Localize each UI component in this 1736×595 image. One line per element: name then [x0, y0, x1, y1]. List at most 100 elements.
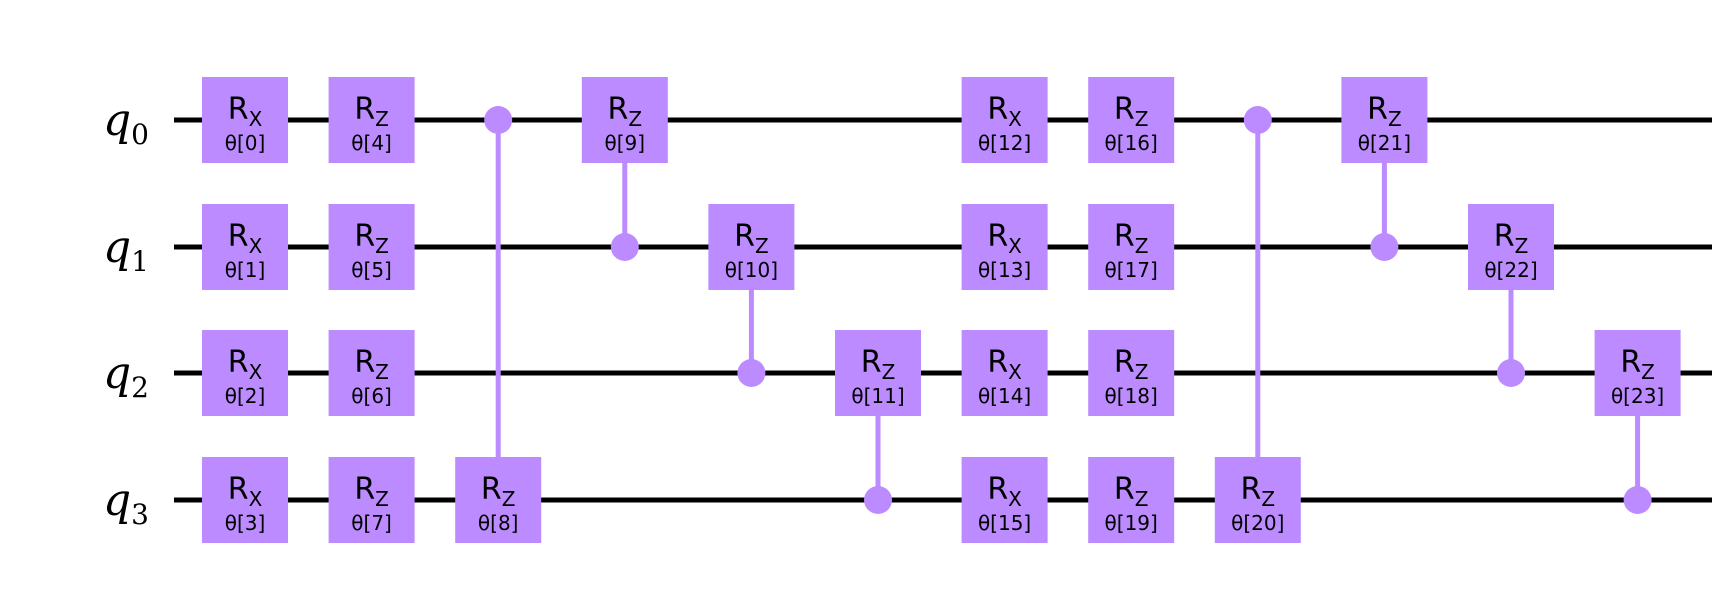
gate-box — [961, 457, 1048, 543]
gate-parameter: θ[1] — [225, 258, 266, 282]
gate-parameter: θ[13] — [978, 258, 1031, 282]
gate-θ[2]: RXθ[2] — [202, 330, 288, 416]
gate-box — [202, 77, 288, 163]
gate-parameter: θ[20] — [1231, 511, 1284, 535]
gate-θ[7]: RZθ[7] — [328, 457, 415, 543]
gate-name: RX — [228, 472, 263, 511]
gate-θ[21]: RZθ[21] — [1341, 77, 1428, 163]
gate-name: RZ — [1367, 92, 1402, 131]
gate-parameter: θ[21] — [1358, 131, 1411, 155]
gate-box — [1088, 457, 1175, 543]
gate-parameter: θ[22] — [1484, 258, 1537, 282]
gate-θ[14]: RXθ[14] — [961, 330, 1048, 416]
gate-θ[6]: RZθ[6] — [328, 330, 415, 416]
gate-θ[12]: RXθ[12] — [961, 77, 1048, 163]
gate-box — [328, 77, 415, 163]
gate-parameter: θ[6] — [351, 384, 392, 408]
control-connections — [484, 106, 1652, 514]
gate-θ[20]: RZθ[20] — [1214, 457, 1301, 543]
gate-parameter: θ[17] — [1105, 258, 1158, 282]
gate-parameter: θ[2] — [225, 384, 266, 408]
gate-θ[15]: RXθ[15] — [961, 457, 1048, 543]
gate-name: RZ — [1241, 472, 1276, 511]
gate-parameter: θ[18] — [1105, 384, 1158, 408]
gate-box — [835, 330, 921, 416]
gate-name: RX — [228, 345, 263, 384]
gates: RXθ[0]RXθ[1]RXθ[2]RXθ[3]RZθ[4]RZθ[5]RZθ[… — [202, 77, 1681, 543]
gate-parameter: θ[0] — [225, 131, 266, 155]
gate-name: RZ — [354, 472, 389, 511]
gate-name: RZ — [354, 92, 389, 131]
gate-parameter: θ[10] — [725, 258, 778, 282]
gate-parameter: θ[19] — [1105, 511, 1158, 535]
gate-box — [708, 204, 795, 290]
gate-θ[4]: RZθ[4] — [328, 77, 415, 163]
gate-parameter: θ[14] — [978, 384, 1031, 408]
qubit-index: 0 — [131, 118, 149, 151]
gate-name: RZ — [1114, 472, 1149, 511]
gate-name: RX — [228, 219, 263, 258]
gate-box — [202, 330, 288, 416]
gate-name: RZ — [354, 219, 389, 258]
gate-name: RZ — [481, 472, 516, 511]
gate-parameter: θ[12] — [978, 131, 1031, 155]
gate-θ[3]: RXθ[3] — [202, 457, 288, 543]
qubit-label-2: q2 — [103, 348, 149, 404]
control-dot — [1497, 359, 1525, 387]
gate-parameter: θ[3] — [225, 511, 266, 535]
gate-parameter: θ[7] — [351, 511, 392, 535]
qubit-label-0: q0 — [103, 95, 149, 151]
gate-θ[16]: RZθ[16] — [1088, 77, 1175, 163]
gate-box — [961, 204, 1048, 290]
gate-parameter: θ[11] — [851, 384, 904, 408]
gate-box — [328, 457, 415, 543]
qubit-symbol: q — [103, 348, 131, 399]
gate-parameter: θ[23] — [1611, 384, 1664, 408]
gate-name: RX — [987, 345, 1022, 384]
gate-θ[19]: RZθ[19] — [1088, 457, 1175, 543]
gate-name: RX — [987, 92, 1022, 131]
gate-name: RX — [987, 219, 1022, 258]
control-dot — [1623, 486, 1652, 514]
gate-parameter: θ[5] — [351, 258, 392, 282]
control-dot — [864, 486, 892, 514]
gate-box — [961, 330, 1048, 416]
gate-θ[13]: RXθ[13] — [961, 204, 1048, 290]
gate-θ[9]: RZθ[9] — [581, 77, 668, 163]
gate-θ[18]: RZθ[18] — [1088, 330, 1175, 416]
qubit-index: 3 — [131, 498, 149, 531]
gate-parameter: θ[8] — [478, 511, 519, 535]
gate-name: RZ — [861, 345, 896, 384]
gate-θ[23]: RZθ[23] — [1594, 330, 1681, 416]
gate-name: RZ — [1494, 219, 1529, 258]
gate-box — [581, 77, 668, 163]
qubit-index: 1 — [131, 245, 149, 278]
gate-θ[1]: RXθ[1] — [202, 204, 288, 290]
gate-parameter: θ[4] — [351, 131, 392, 155]
qubit-label-3: q3 — [103, 475, 149, 531]
qubit-symbol: q — [103, 475, 131, 526]
gate-box — [328, 330, 415, 416]
gate-box — [1594, 330, 1681, 416]
control-dot — [1243, 106, 1272, 134]
gate-box — [202, 204, 288, 290]
qubit-index: 2 — [131, 371, 149, 404]
gate-parameter: θ[15] — [978, 511, 1031, 535]
gate-name: RZ — [1114, 219, 1149, 258]
gate-box — [455, 457, 542, 543]
gate-θ[10]: RZθ[10] — [708, 204, 795, 290]
gate-name: RZ — [734, 219, 769, 258]
gate-θ[8]: RZθ[8] — [455, 457, 542, 543]
gate-name: RZ — [608, 92, 643, 131]
gate-box — [961, 77, 1048, 163]
gate-box — [1088, 204, 1175, 290]
qubit-wires — [174, 117, 1712, 503]
gate-name: RX — [987, 472, 1022, 511]
gate-box — [328, 204, 415, 290]
gate-parameter: θ[9] — [605, 131, 646, 155]
gate-name: RZ — [354, 345, 389, 384]
gate-θ[22]: RZθ[22] — [1468, 204, 1554, 290]
control-dot — [1370, 233, 1399, 261]
